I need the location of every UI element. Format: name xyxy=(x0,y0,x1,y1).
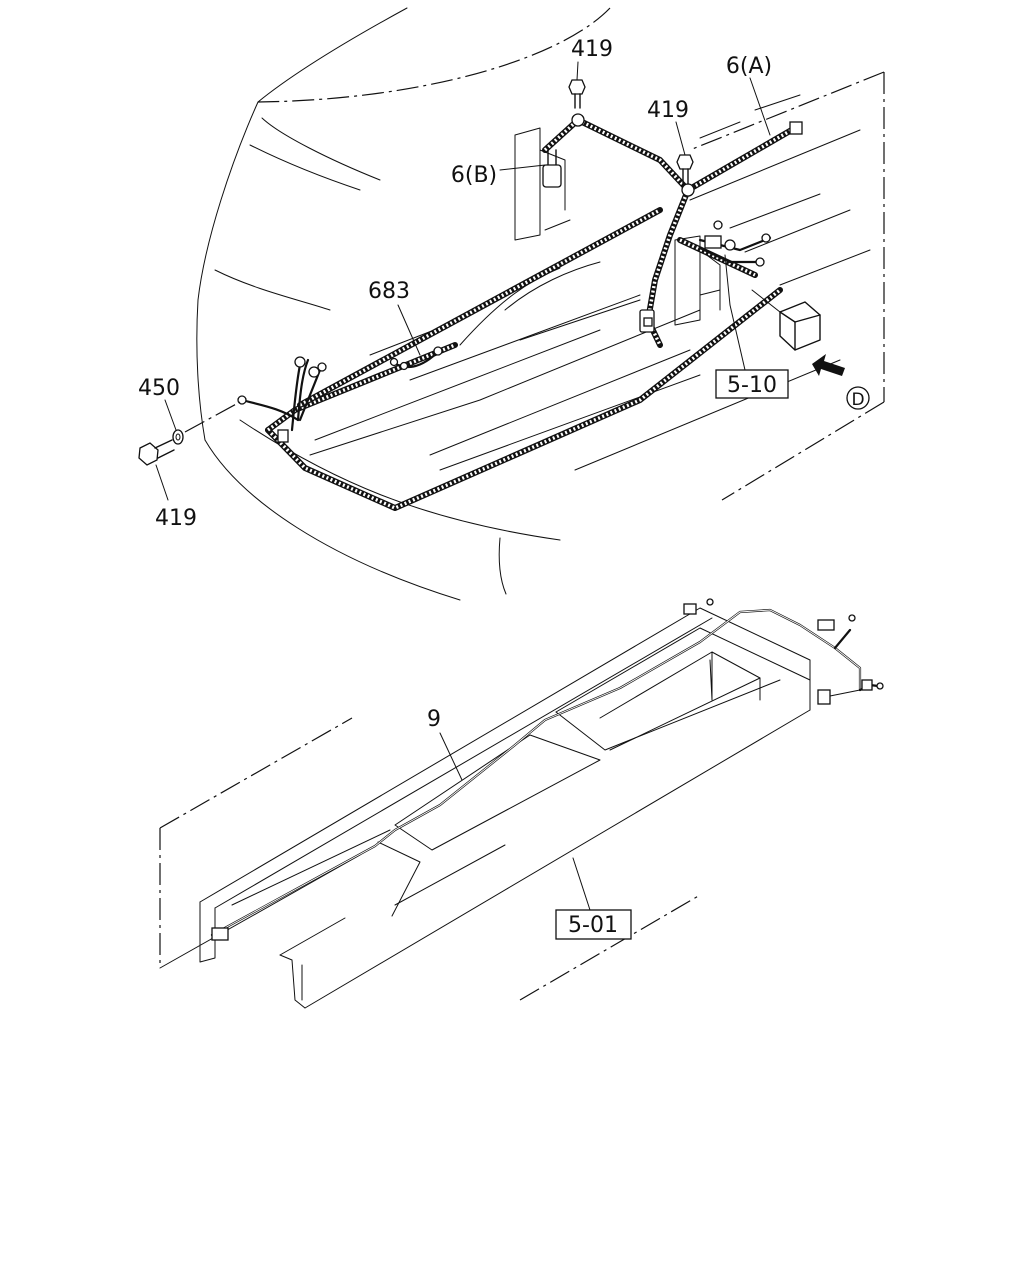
callout-6b: 6(B) xyxy=(451,163,497,188)
cab-outline xyxy=(196,7,611,601)
harness-6b-bracket xyxy=(542,113,695,197)
callout-419-bottom: 419 xyxy=(155,506,197,531)
bolt-419-left xyxy=(138,439,175,466)
leaders-upper xyxy=(155,61,771,501)
callout-6a: 6(A) xyxy=(726,54,772,79)
harness-9 xyxy=(210,598,884,941)
right-connector-cluster xyxy=(639,121,821,351)
leaders-lower xyxy=(439,732,591,911)
harness-683-branch xyxy=(389,346,443,371)
ref-box-5-10: 5-10 xyxy=(715,369,789,399)
ref-label-5-01: 5-01 xyxy=(568,913,618,938)
callout-450: 450 xyxy=(138,376,180,401)
washer-450 xyxy=(172,429,184,445)
view-arrow xyxy=(812,354,845,376)
main-harness xyxy=(265,117,798,511)
callout-419-top-1: 419 xyxy=(571,37,613,62)
ref-box-5-01: 5-01 xyxy=(555,909,632,940)
bolt-419-top-2 xyxy=(676,154,694,185)
callout-683: 683 xyxy=(368,279,410,304)
callout-9: 9 xyxy=(427,707,441,732)
chassis-frame xyxy=(159,607,811,1009)
ref-label-5-10: 5-10 xyxy=(727,373,777,398)
cab-floor xyxy=(309,71,885,501)
view-marker-label: D xyxy=(851,390,864,410)
bolt-419-top-1 xyxy=(568,79,586,109)
bolt-axis-line xyxy=(184,401,241,433)
callout-419-top-2: 419 xyxy=(647,98,689,123)
view-marker-d: D xyxy=(846,386,870,410)
